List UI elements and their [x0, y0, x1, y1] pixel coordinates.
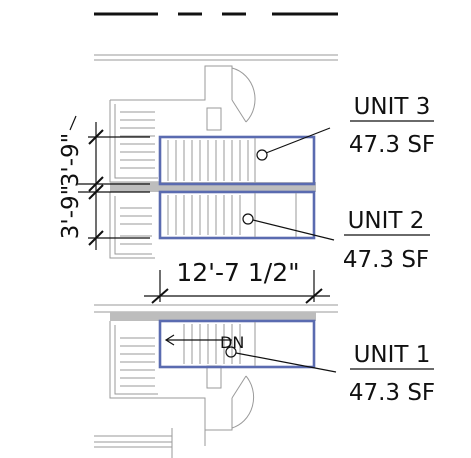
background-linework [94, 54, 338, 458]
vertical-dimension-text-upper: 3'-9" [58, 133, 84, 187]
unit-3-tag-marker [256, 149, 268, 161]
unit-3-leader [265, 127, 331, 154]
stair-dn-label: DN [220, 333, 244, 352]
unit-2-leader [252, 219, 335, 241]
unit-3-area: 47.3 SF [349, 132, 435, 158]
unit-1-leader [235, 352, 337, 373]
unit-1-treads [183, 324, 241, 364]
unit-3-plan [158, 127, 331, 186]
unit-2-treads [167, 195, 241, 235]
vertical-dimension-tick [69, 115, 77, 131]
vertical-dimension: 3'-9" 3'-9" [58, 115, 150, 250]
unit-2-tag-marker [242, 213, 254, 225]
unit-2-tag: UNIT 2 47.3 SF [343, 208, 430, 273]
unit-3-treads [167, 140, 249, 181]
mid-left-steps [120, 207, 152, 245]
unit-1-tag-marker [225, 346, 237, 358]
unit-2-name: UNIT 2 [348, 208, 425, 234]
unit-1-name: UNIT 1 [354, 342, 431, 368]
vertical-dimension-text-lower: 3'-9" [58, 185, 84, 239]
unit-1-tag: UNIT 1 47.3 SF [349, 342, 435, 406]
unit-3-tag: UNIT 3 47.3 SF [349, 94, 435, 158]
unit-3-name: UNIT 3 [354, 94, 431, 120]
unit-2-plan [158, 190, 335, 241]
horizontal-dimension-text: 12'-7 1/2" [176, 258, 299, 287]
horizontal-dimension: 12'-7 1/2" [144, 254, 330, 304]
top-left-steps [120, 111, 155, 169]
unit-1-plan: DN [158, 319, 337, 373]
bottom-left-steps [120, 337, 155, 387]
unit-2-area: 47.3 SF [343, 247, 429, 273]
unit-1-area: 47.3 SF [349, 380, 435, 406]
